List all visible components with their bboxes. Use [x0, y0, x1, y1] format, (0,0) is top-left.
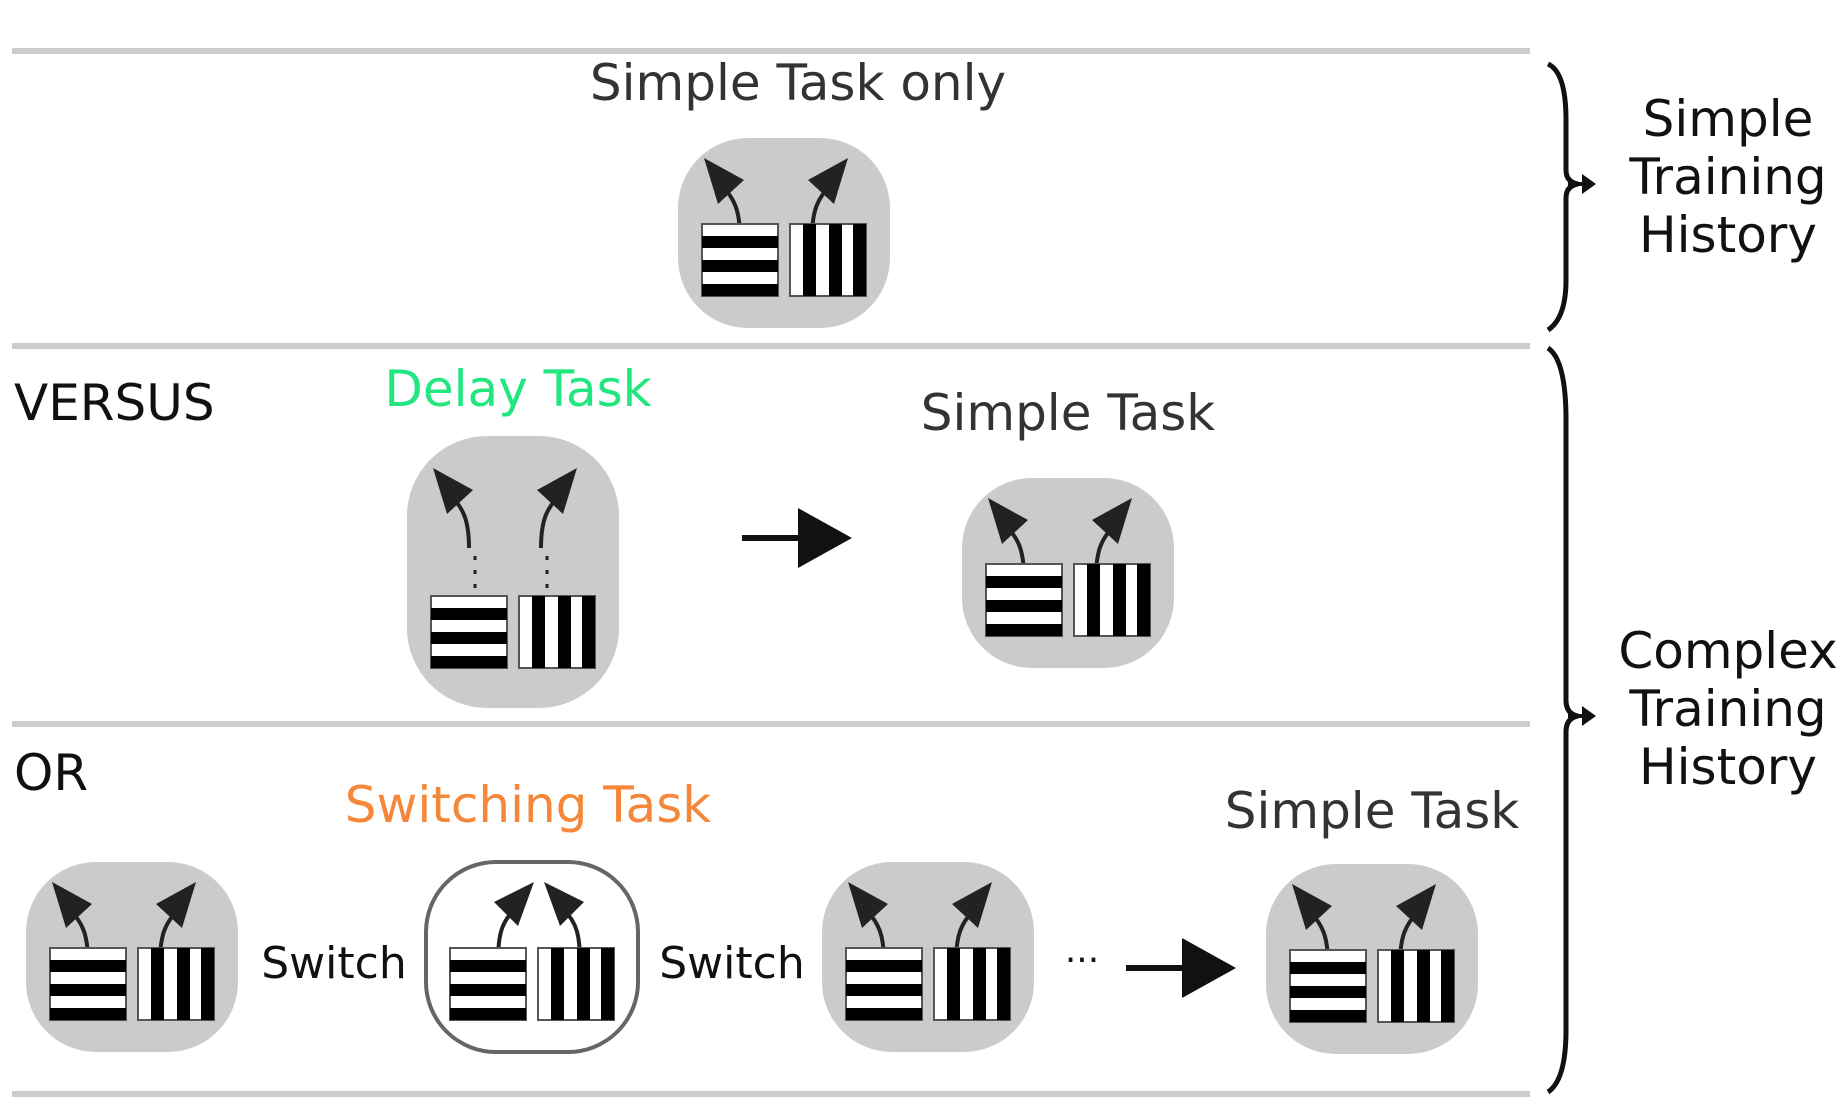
simple-task-title-middle: Simple Task [921, 384, 1216, 442]
versus-label: VERSUS [14, 374, 215, 432]
delay-task-card [407, 436, 619, 708]
arrow-right-icon [742, 508, 852, 568]
bracket-complex [1546, 345, 1596, 1095]
switch-label-1: Switch [261, 938, 406, 989]
bracket-simple-line1: Simple [1643, 90, 1814, 148]
or-label: OR [14, 744, 88, 802]
simple-task-card-middle [962, 478, 1174, 668]
bracket-simple [1546, 61, 1596, 333]
switching-task-title: Switching Task [345, 776, 711, 834]
delay-task-title: Delay Task [384, 360, 651, 418]
ellipsis: ··· [1065, 940, 1099, 981]
switching-card-2-highlighted [424, 860, 640, 1054]
arrow-right-icon [1126, 938, 1236, 998]
simple-task-card-bottom [1266, 864, 1478, 1054]
switch-label-2: Switch [659, 938, 804, 989]
switching-card-3 [822, 862, 1034, 1052]
bracket-simple-line2: Training [1628, 148, 1826, 206]
bracket-complex-line1: Complex [1618, 622, 1837, 680]
bracket-complex-line2: Training [1628, 680, 1826, 738]
simple-task-card-top [678, 138, 890, 328]
bracket-simple-line3: History [1639, 206, 1817, 264]
simple-task-title-bottom: Simple Task [1225, 782, 1520, 840]
switching-card-1 [26, 862, 238, 1052]
bracket-complex-line3: History [1639, 738, 1817, 796]
row-top-title: Simple Task only [590, 54, 1006, 112]
